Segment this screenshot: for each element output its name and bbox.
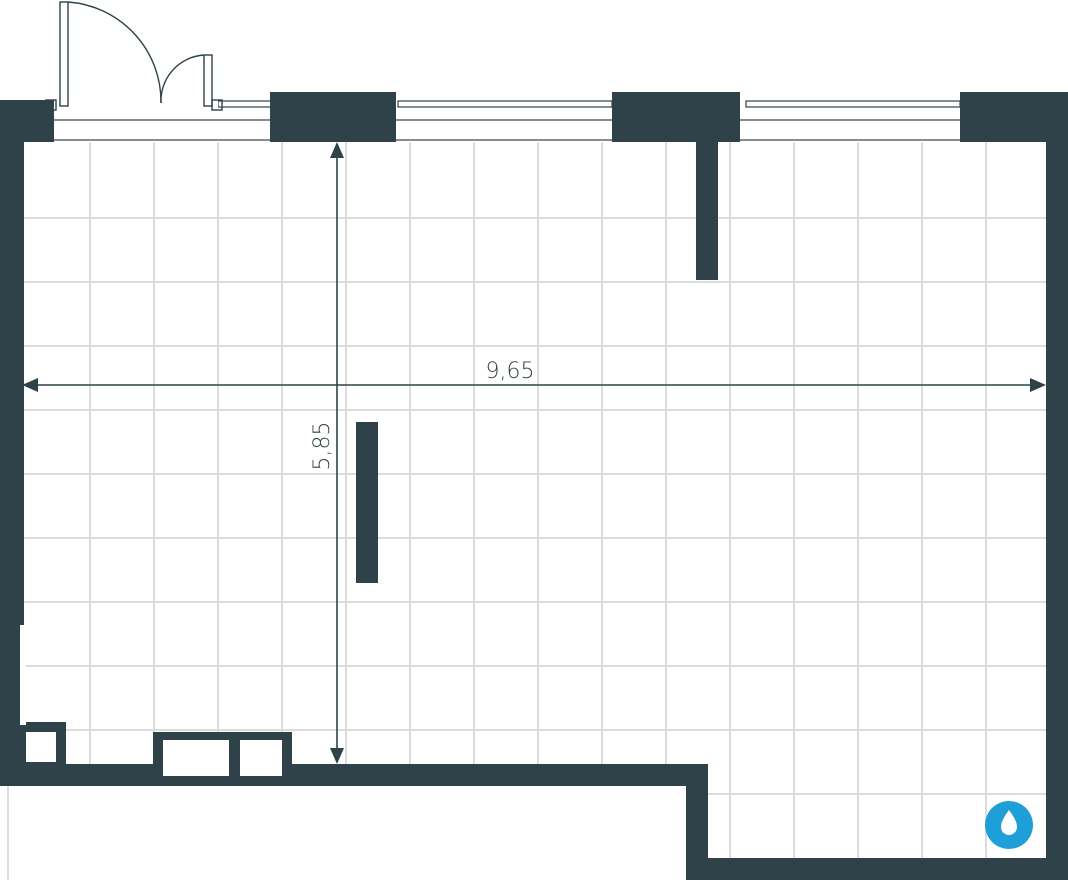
door-swing-arc-main — [67, 1, 162, 104]
arrow-up-icon — [330, 142, 344, 158]
window-frame-left — [217, 100, 273, 108]
niche-double-b — [240, 740, 282, 776]
window-sill-left — [43, 119, 277, 141]
wall-bottom — [0, 764, 708, 786]
window-frame-middle — [397, 100, 613, 108]
left-wall-recess — [20, 625, 26, 725]
dimension-width: 9,65 — [22, 359, 1046, 392]
water-drop-icon — [985, 801, 1033, 849]
wall-right — [1046, 92, 1068, 880]
niche-left — [26, 732, 56, 762]
partition-stub — [696, 140, 718, 280]
dimension-depth: 5,85 — [310, 142, 344, 764]
arrow-right-icon — [1030, 378, 1046, 392]
window-frame-right — [745, 100, 961, 108]
wall-bottom-right — [686, 858, 1068, 880]
window-sill-middle — [389, 119, 623, 141]
door-leaf-secondary — [203, 54, 213, 107]
door-frame-left — [45, 99, 57, 111]
window-sill-right — [735, 119, 967, 141]
wall-pier-1 — [270, 92, 396, 142]
door-leaf-main — [59, 1, 69, 107]
niche-double-a — [163, 740, 229, 776]
entrance-door — [45, 1, 223, 111]
wall-pier-2 — [612, 92, 740, 142]
arrow-left-icon — [22, 378, 38, 392]
wall-step-vertical — [686, 764, 708, 880]
door-swing-arc-secondary — [160, 54, 205, 104]
floor-tile-grid — [7, 142, 1046, 880]
width-dimension-label: 9,65 — [486, 359, 535, 384]
column — [356, 422, 378, 583]
depth-dimension-label: 5,85 — [310, 422, 335, 471]
arrow-down-icon — [330, 748, 344, 764]
wall-niches — [20, 625, 292, 776]
